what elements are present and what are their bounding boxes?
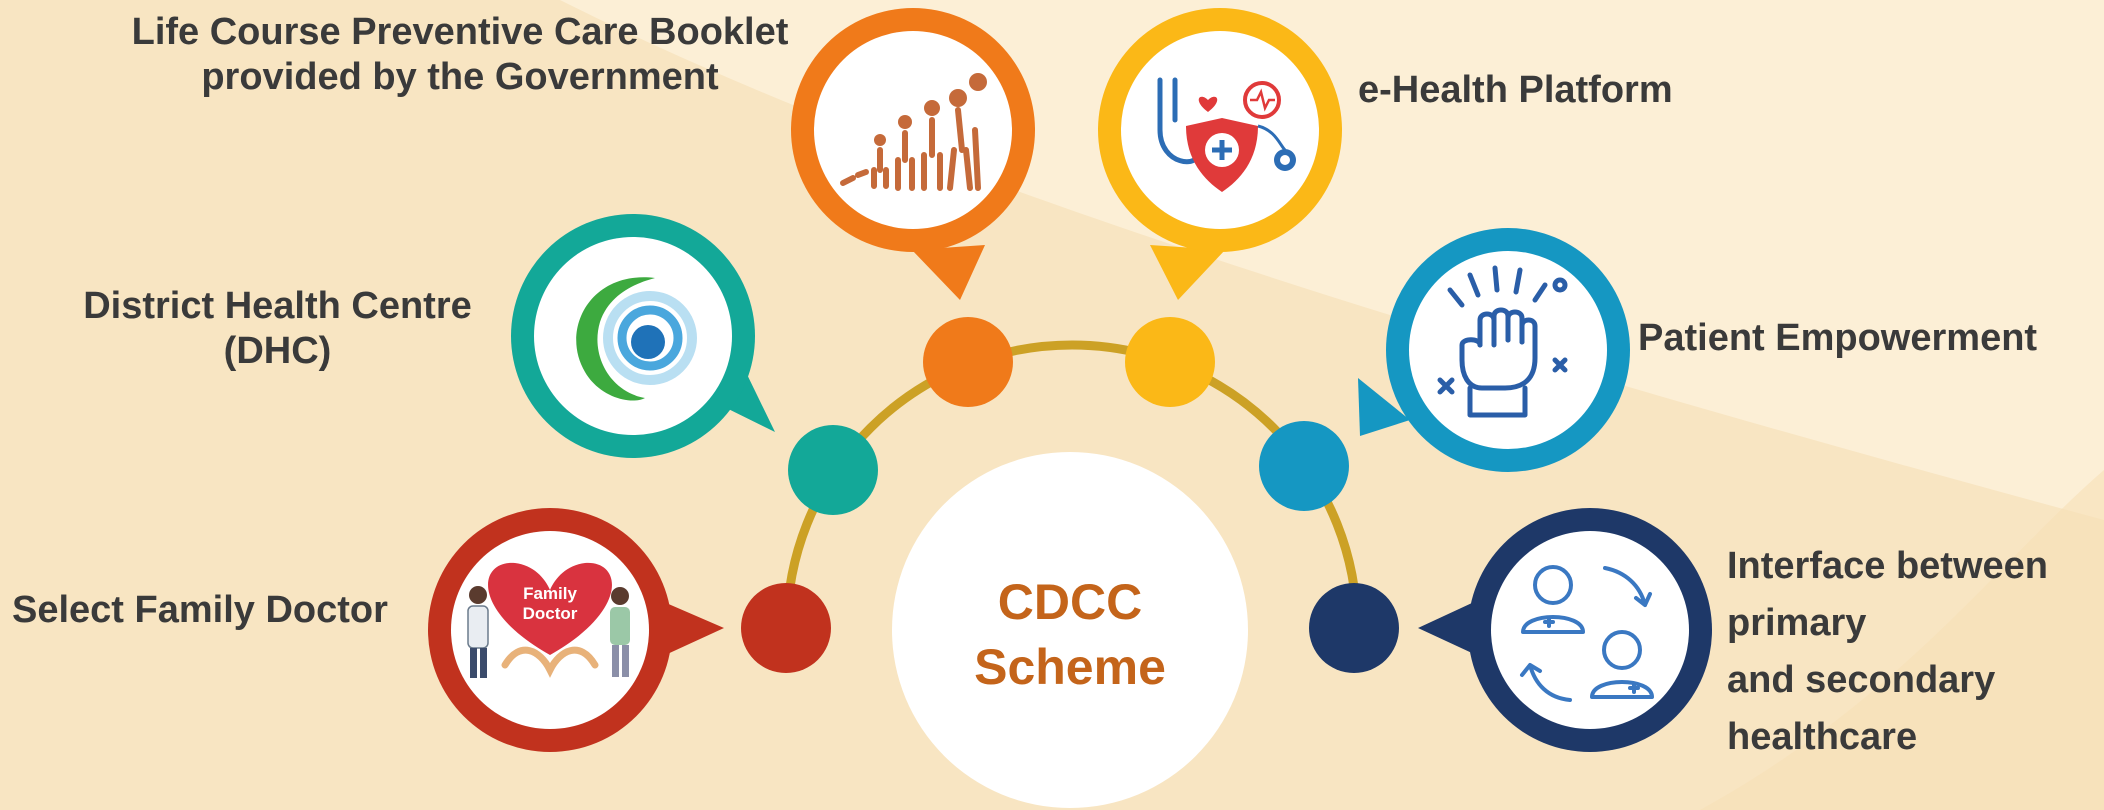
dhc-logo-icon (576, 277, 697, 401)
label-dhc-line-1: District Health Centre (83, 285, 472, 327)
booklet-node (791, 8, 1035, 407)
center-title-line-2: Scheme (974, 639, 1166, 695)
label-dhc-line-2: (DHC) (223, 329, 332, 372)
family-doctor-icon-text-1: Family (523, 584, 577, 603)
label-interface: Interface between primary and secondary … (1727, 538, 2048, 766)
label-ehealth: e-Health Platform (1358, 69, 1673, 111)
label-interface-line-2: primary (1727, 602, 1867, 644)
interface-node (1309, 508, 1712, 752)
ehealth-node (1098, 8, 1342, 407)
life-course-icon (840, 73, 987, 191)
label-empowerment: Patient Empowerment (1638, 317, 2038, 359)
family-doctor-icon-text-2: Doctor (523, 604, 578, 623)
center-title: CDCC Scheme (895, 570, 1245, 700)
interface-icon (1520, 565, 1654, 702)
center-circle (892, 452, 1248, 808)
label-booklet-line-2: provided by the Government (201, 55, 719, 98)
dhc-node (511, 214, 878, 515)
label-interface-line-1: Interface between (1727, 545, 2048, 587)
raised-fist-icon (1437, 265, 1568, 418)
label-interface-line-4: healthcare (1727, 716, 1918, 758)
label-dhc: District Health Centre (DHC) (40, 284, 515, 374)
center-title-line-1: CDCC (997, 574, 1143, 630)
label-booklet-line-1: Life Course Preventive Care Booklet (131, 11, 789, 53)
empowerment-node (1259, 228, 1630, 511)
label-family-doctor: Select Family Doctor (12, 589, 388, 631)
label-interface-line-3: and secondary (1727, 659, 1996, 701)
family-doctor-icon: Family Doctor (467, 562, 630, 678)
label-booklet: Life Course Preventive Care Booklet prov… (95, 10, 825, 100)
ehealth-icon (1157, 77, 1296, 192)
